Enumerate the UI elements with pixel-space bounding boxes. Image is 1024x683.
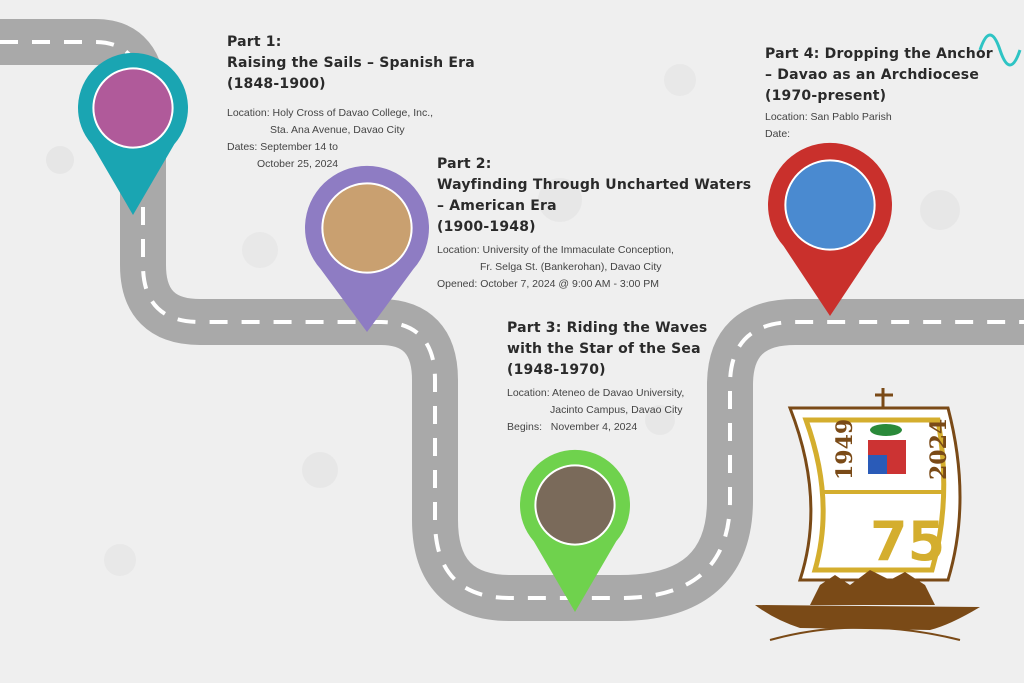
- archdiocese-75th-logo: 1949 2024 75: [755, 388, 980, 641]
- background-decoration: [46, 64, 960, 576]
- part-1-heading: Part 1:: [227, 34, 282, 50]
- part-2-title-2: – American Era: [437, 198, 557, 214]
- part-3-info: Part 3: Riding the Waves with the Star o…: [507, 318, 707, 436]
- location-value-2: Fr. Selga St. (Bankerohan), Davao City: [480, 261, 662, 273]
- venue-photo: [784, 159, 876, 251]
- location-value: Holy Cross of Davao College, Inc.,: [272, 107, 434, 119]
- part-1-years: (1848-1900): [227, 76, 326, 92]
- location-value-2: Sta. Ana Avenue, Davao City: [270, 124, 405, 136]
- date-value: November 4, 2024: [550, 421, 638, 433]
- part-4-years: (1970-present): [765, 88, 887, 104]
- date-label: Dates:: [227, 141, 258, 153]
- part-4-title: – Davao as an Archdiocese: [765, 67, 980, 83]
- part-2-years: (1900-1948): [437, 219, 536, 235]
- road-dashes: [0, 40, 1024, 600]
- location-value: San Pablo Parish: [810, 111, 892, 123]
- date-value-2: October 25, 2024: [257, 158, 339, 170]
- venue-photo: [321, 182, 413, 274]
- part-3-heading: Part 3: Riding the Waves: [507, 320, 708, 336]
- location-pin-part-3: [520, 449, 630, 612]
- teal-squiggle: [978, 33, 1022, 67]
- location-label: Location:: [765, 111, 808, 123]
- part-2-heading: Part 2:: [437, 156, 492, 172]
- location-pin-part-1: [77, 52, 189, 216]
- location-value: Ateneo de Davao University,: [551, 387, 685, 399]
- location-value-2: Jacinto Campus, Davao City: [550, 404, 683, 416]
- date-label: Opened:: [437, 278, 478, 290]
- venue-photo: [92, 67, 174, 149]
- venue-photo: [534, 464, 616, 546]
- part-2-info: Part 2: Wayfinding Through Uncharted Wat…: [437, 154, 751, 293]
- date-value: September 14 to: [260, 141, 338, 153]
- part-1-title: Raising the Sails – Spanish Era: [227, 55, 475, 71]
- svg-text:2024: 2024: [926, 419, 952, 480]
- part-3-title: with the Star of the Sea: [507, 341, 701, 357]
- location-pin-part-4: [767, 142, 893, 316]
- part-3-years: (1948-1970): [507, 362, 606, 378]
- part-1-info: Part 1: Raising the Sails – Spanish Era …: [227, 32, 475, 173]
- svg-text:1949: 1949: [832, 419, 858, 480]
- part-2-title: Wayfinding Through Uncharted Waters: [437, 177, 752, 193]
- date-label: Begins:: [507, 421, 543, 433]
- date-label: Date:: [765, 128, 791, 140]
- location-label: Location:: [507, 387, 550, 399]
- date-value: October 7, 2024 @ 9:00 AM - 3:00 PM: [480, 278, 659, 290]
- svg-text:75: 75: [870, 510, 945, 573]
- part-4-info: Part 4: Dropping the Anchor – Davao as a…: [765, 44, 993, 143]
- part-4-heading: Part 4: Dropping the Anchor: [765, 46, 993, 62]
- location-label: Location:: [227, 107, 270, 119]
- location-pin-part-2: [305, 165, 430, 332]
- location-value: University of the Immaculate Conception,: [482, 244, 674, 256]
- location-label: Location:: [437, 244, 480, 256]
